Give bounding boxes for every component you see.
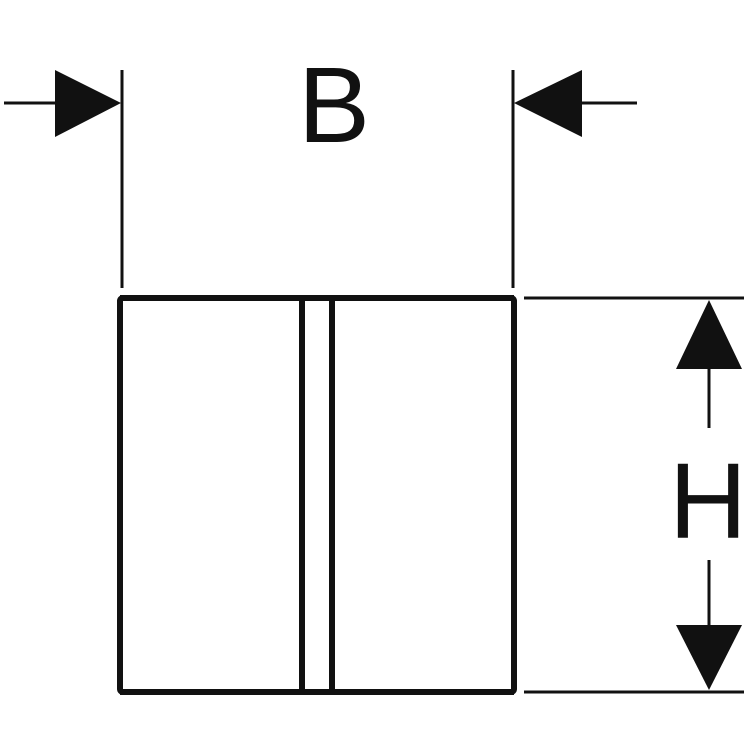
height-arrow-down-icon (676, 625, 742, 690)
width-label: B (298, 44, 370, 165)
height-dimension: H (524, 296, 747, 694)
panel-right (329, 295, 517, 695)
panel-left (117, 295, 305, 695)
height-label: H (669, 440, 747, 561)
width-dimension: B (4, 44, 637, 288)
width-arrow-left-icon (55, 70, 121, 137)
double-panel (117, 295, 517, 695)
width-arrow-right-icon (514, 70, 582, 137)
height-arrow-up-icon (676, 300, 742, 369)
